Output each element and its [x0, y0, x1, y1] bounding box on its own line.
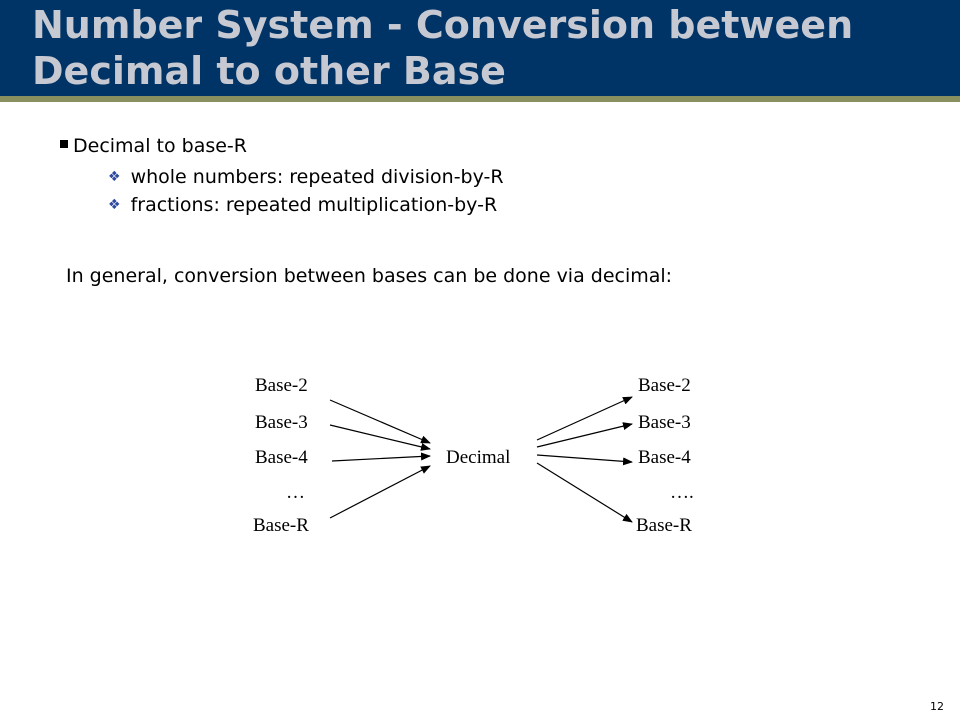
- right-label-base-3: Base-3: [638, 412, 691, 433]
- arrow-left-base-r: [329, 465, 431, 519]
- square-bullet-icon: [60, 140, 68, 148]
- arrow-left-base-2: [329, 399, 431, 444]
- left-label-base-r: Base-R: [253, 515, 309, 536]
- bullet-main: Decimal to base-R: [60, 135, 247, 157]
- slide-title: Number System - Conversion between Decim…: [32, 3, 854, 93]
- arrow-left-base-4: [331, 452, 431, 462]
- page-number: 12: [930, 700, 944, 713]
- bullet-sub-1: ❖ whole numbers: repeated division-by-R: [108, 166, 504, 188]
- diamond-bullet-icon: ❖: [108, 197, 121, 213]
- title-bar: Number System - Conversion between Decim…: [0, 0, 960, 96]
- general-statement: In general, conversion between bases can…: [66, 265, 673, 287]
- arrow-right-base-2: [536, 396, 633, 441]
- bullet-list: Decimal to base-R ❖ whole numbers: repeat…: [0, 0, 960, 300]
- bullet-sub-2: ❖ fractions: repeated multiplication-by-R: [108, 194, 497, 216]
- arrow-left-base-3: [329, 424, 431, 451]
- left-label-base-4: Base-4: [255, 447, 308, 468]
- arrow-right-base-4: [536, 454, 633, 466]
- diamond-bullet-icon: ❖: [108, 169, 121, 185]
- bullet-main-text: Decimal to base-R: [73, 135, 247, 157]
- right-label-base-2: Base-2: [638, 375, 691, 396]
- left-label-ellipsis: …: [286, 482, 305, 503]
- bullet-sub-text: fractions: repeated multiplication-by-R: [130, 194, 498, 216]
- arrow-right-base-3: [536, 422, 633, 448]
- left-label-base-3: Base-3: [255, 412, 308, 433]
- right-label-base-r: Base-R: [636, 515, 692, 536]
- right-label-base-4: Base-4: [638, 447, 691, 468]
- title-underline: [0, 96, 960, 102]
- center-label-decimal: Decimal: [446, 447, 511, 468]
- bullet-sub-text: whole numbers: repeated division-by-R: [130, 166, 504, 188]
- arrow-right-base-r: [536, 462, 633, 523]
- left-label-base-2: Base-2: [255, 375, 308, 396]
- right-label-ellipsis: ….: [670, 482, 694, 503]
